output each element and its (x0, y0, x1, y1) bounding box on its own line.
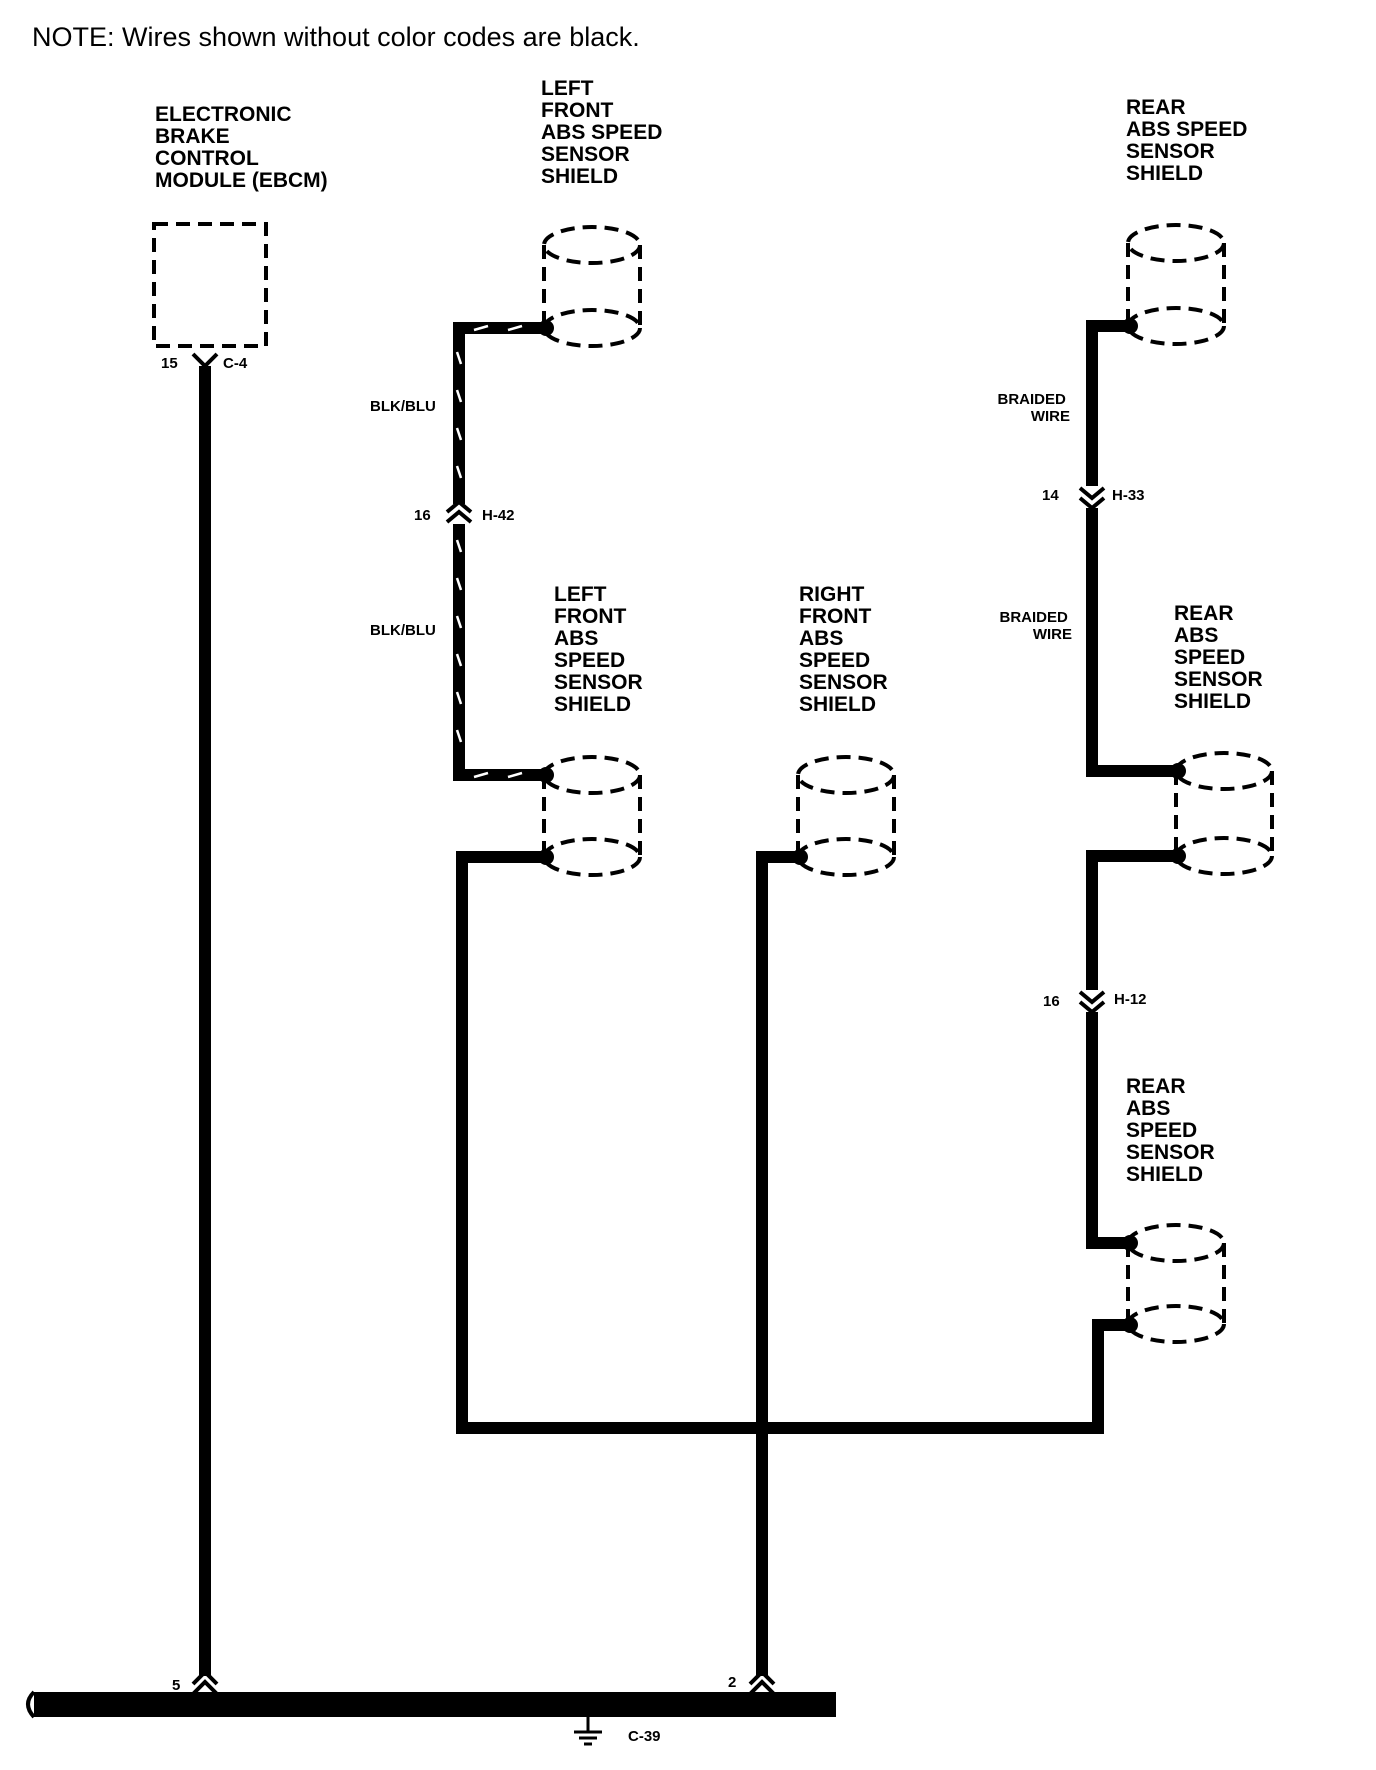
rear-shield-low-label: REAR ABS SPEED SENSOR SHIELD (1126, 1075, 1221, 1186)
svg-text:15: 15 (161, 355, 178, 372)
blk-blu-wire (453, 322, 544, 781)
ground-symbol-icon (574, 1717, 602, 1746)
ground-loop-wire (456, 851, 1128, 1434)
rear-shield-mid-cylinder (1174, 751, 1274, 876)
h42-connector: 16 H-42 (414, 499, 515, 524)
ebcm-box (152, 222, 268, 348)
rear-shield-top-cylinder (1126, 223, 1226, 346)
svg-text:C-4: C-4 (223, 355, 248, 372)
lf-shield-mid-label: LEFT FRONT ABS SPEED SENSOR SHIELD (554, 583, 649, 716)
ground-pin-5: 5 (172, 1669, 219, 1696)
c4-connector: 15 C-4 (161, 352, 248, 372)
braided-wire-label-2: BRAIDED WIRE (999, 609, 1072, 643)
svg-text:H-12: H-12 (1114, 991, 1147, 1008)
lf-shield-top-label: LEFT FRONT ABS SPEED SENSOR SHIELD (541, 77, 668, 188)
svg-text:16: 16 (414, 507, 431, 524)
ground-bus-end (26, 1690, 36, 1719)
ground-splice (754, 1420, 770, 1436)
rf-ground-wire (756, 851, 798, 1676)
svg-text:2: 2 (728, 1674, 736, 1691)
rf-shield-cylinder (796, 755, 896, 877)
svg-text:14: 14 (1042, 487, 1059, 504)
lf-shield-mid-cylinder (542, 755, 642, 877)
ground-bus-bar (34, 1692, 836, 1717)
braided-wire-label-1: BRAIDED WIRE (997, 391, 1070, 425)
rear-shield-low-cylinder (1126, 1223, 1226, 1344)
shield-terminals (538, 318, 1186, 1333)
rf-shield-label: RIGHT FRONT ABS SPEED SENSOR SHIELD (799, 583, 894, 716)
svg-text:H-42: H-42 (482, 507, 515, 524)
braided-wire (1086, 320, 1176, 777)
blk-blu-label-2: BLK/BLU (370, 622, 436, 639)
h33-connector: 14 H-33 (1042, 486, 1145, 511)
rear-shield-mid-label: REAR ABS SPEED SENSOR SHIELD (1174, 602, 1269, 713)
note-text: NOTE: Wires shown without color codes ar… (32, 22, 640, 52)
svg-text:16: 16 (1043, 993, 1060, 1010)
rear-h12-wire (1086, 850, 1176, 1249)
ebcm-label: ELECTRONIC BRAKE CONTROL MODULE (EBCM) (155, 103, 328, 192)
blk-blu-label-1: BLK/BLU (370, 398, 436, 415)
svg-text:H-33: H-33 (1112, 487, 1145, 504)
blk-blu-stripes (455, 324, 523, 779)
h12-connector: 16 H-12 (1043, 990, 1147, 1015)
lf-shield-top-cylinder (542, 225, 642, 348)
ground-pin-2: 2 (728, 1669, 776, 1696)
c39-label: C-39 (628, 1728, 661, 1745)
svg-text:5: 5 (172, 1677, 180, 1694)
rear-shield-top-label: REAR ABS SPEED SENSOR SHIELD (1126, 96, 1253, 185)
